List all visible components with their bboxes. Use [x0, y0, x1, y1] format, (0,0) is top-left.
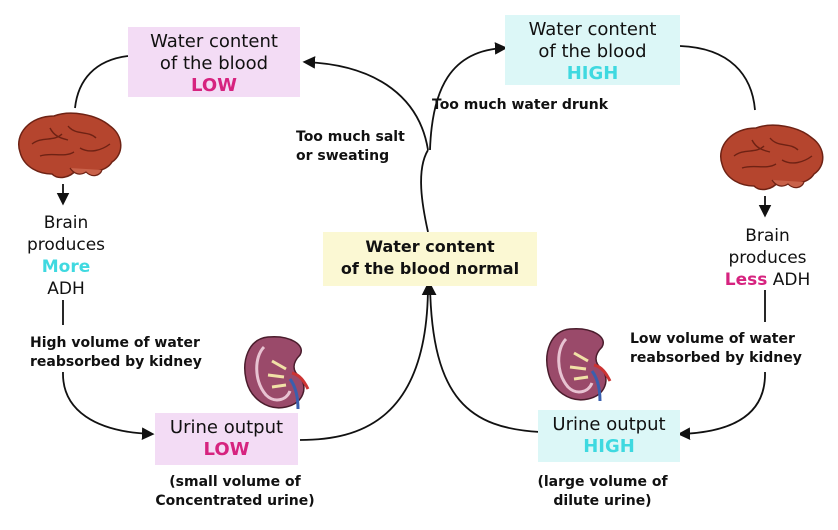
blood-water-normal-box: Water content of the blood normal	[323, 232, 537, 286]
large-volume-note: (large volume of dilute urine)	[520, 473, 685, 511]
amount-line: Less ADH	[710, 269, 825, 291]
level-high: HIGH	[583, 436, 635, 457]
text-line: (large volume of	[537, 474, 668, 490]
text-line: produces	[26, 235, 106, 255]
box-line1: Water content	[150, 31, 278, 52]
box-line1: Water content	[365, 237, 495, 256]
urine-output-low-box: Urine output LOW	[155, 413, 298, 465]
hormone: ADH	[772, 270, 811, 290]
text-line: produces	[728, 248, 807, 268]
text-line: Brain	[745, 226, 790, 246]
arrow-to-urine-high	[677, 371, 766, 440]
text-line: reabsorbed by kidney	[30, 354, 202, 370]
text-line: Low volume of water	[630, 331, 795, 347]
right-brain-text: Brain produces Less ADH	[710, 225, 825, 291]
box-line1: Water content	[528, 19, 657, 40]
level-high: HIGH	[566, 63, 619, 84]
text-line: or sweating	[296, 148, 390, 164]
text-line: High volume of water	[30, 335, 200, 351]
box-line2: of the blood	[159, 53, 269, 74]
left-brain-text: Brain produces More ADH	[18, 212, 114, 300]
level-low: LOW	[203, 439, 250, 460]
arrow-urine-high-to-center	[423, 282, 541, 433]
kidney-icon	[546, 328, 612, 402]
arrow-urine-low-to-center	[299, 282, 435, 441]
text-line: dilute urine)	[553, 493, 652, 509]
box-line1: Urine output	[169, 417, 284, 438]
arrow-to-urine-low	[62, 371, 155, 440]
text-line: Concentrated urine)	[155, 493, 315, 509]
brain-icon	[720, 124, 824, 191]
water-drunk-label: Too much water drunk	[432, 97, 609, 113]
amount-more: More	[41, 257, 91, 277]
arrow-to-top-left	[302, 56, 429, 151]
box-line2: of the blood normal	[340, 259, 520, 278]
text-line: Too much salt	[296, 129, 405, 145]
low-reabsorption-label: Low volume of water reabsorbed by kidney	[630, 330, 802, 368]
salt-sweating-label: Too much salt or sweating	[296, 128, 405, 166]
urine-output-high-box: Urine output HIGH	[538, 410, 680, 462]
kidney-icon	[244, 336, 310, 410]
center-stem	[420, 149, 429, 233]
hormone: ADH	[47, 279, 85, 299]
amount-less: Less	[724, 270, 768, 290]
brain-icon	[18, 112, 122, 179]
arrow-to-top-right	[429, 42, 508, 151]
line-top-left-to-brain	[74, 55, 129, 109]
blood-water-low-box: Water content of the blood LOW	[128, 27, 300, 97]
text-line: (small volume of	[169, 474, 301, 490]
box-line1: Urine output	[552, 414, 666, 435]
high-reabsorption-label: High volume of water reabsorbed by kidne…	[30, 334, 202, 372]
text-line: reabsorbed by kidney	[630, 350, 802, 366]
text-line: Brain	[43, 213, 89, 233]
box-line2: of the blood	[538, 41, 647, 62]
small-volume-note: (small volume of Concentrated urine)	[140, 473, 330, 511]
line-top-right-to-brain	[679, 45, 756, 111]
level-low: LOW	[191, 75, 237, 96]
blood-water-high-box: Water content of the blood HIGH	[505, 15, 680, 85]
